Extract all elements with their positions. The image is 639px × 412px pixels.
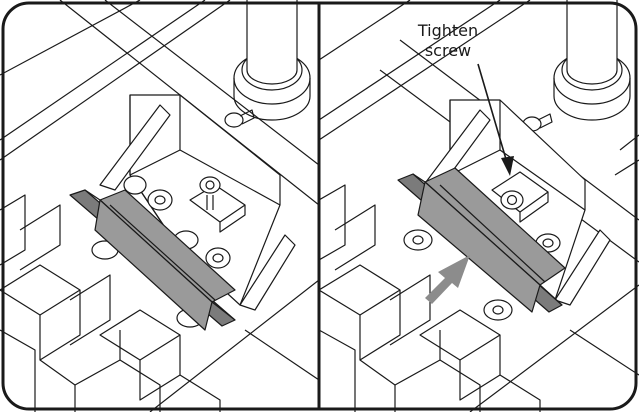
left-frame-lines xyxy=(0,0,319,412)
callout-label-line1: Tighten xyxy=(417,21,478,40)
right-post xyxy=(553,0,631,121)
callout-label-line2: screw xyxy=(425,41,471,60)
callout-leader xyxy=(477,63,514,176)
right-ribs xyxy=(319,184,541,412)
left-bracket-bar xyxy=(69,189,236,331)
right-bracket-bar xyxy=(397,167,566,313)
right-bosses xyxy=(403,229,561,321)
left-panel xyxy=(0,0,319,412)
push-arrow xyxy=(425,255,470,304)
right-panel xyxy=(319,0,639,412)
left-post xyxy=(233,0,311,121)
left-screw-assembly xyxy=(189,176,246,233)
left-bolt xyxy=(224,109,255,128)
right-screw-assembly xyxy=(491,171,549,223)
left-ribs xyxy=(0,194,221,412)
